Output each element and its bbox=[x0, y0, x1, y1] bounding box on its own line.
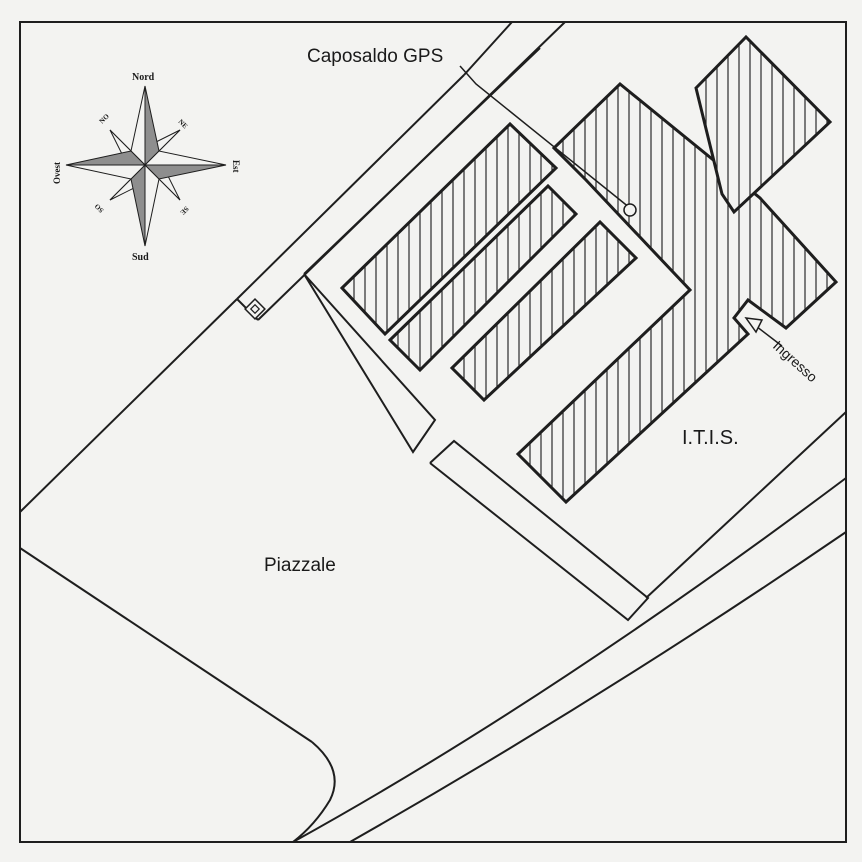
compass-nw-label: NO bbox=[98, 112, 111, 125]
compass-ne-label: NE bbox=[177, 118, 190, 131]
school-buildings bbox=[339, 34, 839, 505]
gps-marker-icon bbox=[623, 203, 637, 217]
entrance-label: Ingresso bbox=[770, 337, 821, 385]
map-frame bbox=[19, 21, 847, 843]
compass-north-label: Nord bbox=[132, 72, 155, 83]
building-main bbox=[515, 81, 839, 505]
gps-label: Caposaldo GPS bbox=[307, 46, 443, 67]
square-marker-icon bbox=[244, 298, 266, 320]
building-row-2 bbox=[387, 183, 579, 373]
building-row-1 bbox=[339, 121, 559, 337]
compass-west-label: Ovest bbox=[52, 162, 62, 184]
building-row-3 bbox=[449, 219, 639, 403]
building-annex bbox=[694, 34, 833, 215]
compass-se-label: SE bbox=[178, 205, 190, 217]
compass-south-label: Sud bbox=[132, 252, 149, 263]
compass-rose bbox=[65, 85, 227, 247]
entrance-arrow-icon bbox=[744, 317, 783, 347]
compass-east-label: Est bbox=[231, 160, 241, 173]
compass-sw-label: SO bbox=[93, 202, 106, 215]
road-lower bbox=[19, 477, 847, 843]
square-label: Piazzale bbox=[264, 555, 336, 576]
gps-benchmark bbox=[459, 65, 637, 217]
school-label: I.T.I.S. bbox=[682, 427, 739, 449]
campus-enclosure bbox=[303, 47, 847, 622]
